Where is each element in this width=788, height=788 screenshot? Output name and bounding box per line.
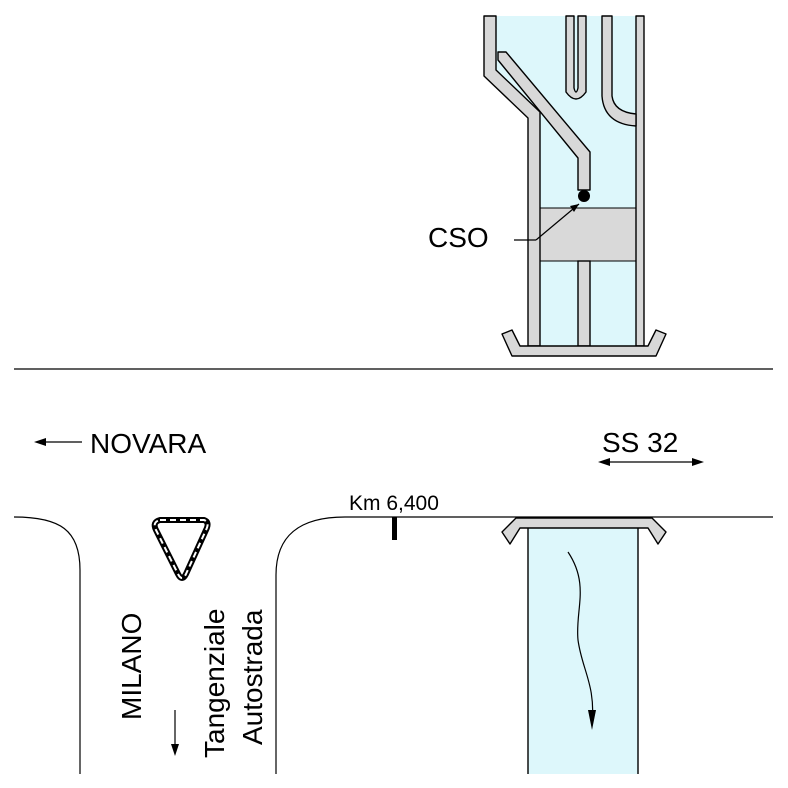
cso-leader-diagonal [535,203,580,241]
novara-arrowhead [34,438,46,446]
road-edge-south-right [275,516,773,774]
curved-divider-wall [601,15,637,127]
cso-label: CSO [428,222,489,253]
ss32-arrowhead-right [692,458,704,466]
cso-point [578,190,590,202]
flow-direction-arrow [567,551,594,726]
upper-channel [483,15,667,357]
traffic-island-triangle-inner [153,519,209,579]
km-label: Km 6,400 [349,492,439,515]
right-wall [635,15,645,347]
lower-channel-water [528,528,638,774]
ss32-label: SS 32 [602,427,678,458]
u-divider-wall [565,15,587,100]
novara-direction: NOVARA [34,428,206,459]
novara-label: NOVARA [90,428,206,459]
milano-label: MILANO [116,613,147,720]
pier-below-weir [577,260,591,347]
lower-abutment [501,517,667,545]
road-edge-south-left [13,516,81,774]
flow-arrowhead [588,710,596,730]
weir-band [533,207,637,262]
upper-abutment [501,329,667,357]
autostrada-label: Autostrada [237,609,268,745]
ss32-direction: SS 32 [598,427,704,466]
lower-channel [501,517,667,774]
traffic-island-triangle [151,517,211,581]
cso-marker: CSO [428,190,590,253]
km-tick [392,517,397,540]
milano-arrowhead [171,744,179,756]
cso-arrowhead [570,204,579,212]
tangenziale-label: Tangenziale [199,609,230,758]
ss32-arrowhead-left [598,458,610,466]
